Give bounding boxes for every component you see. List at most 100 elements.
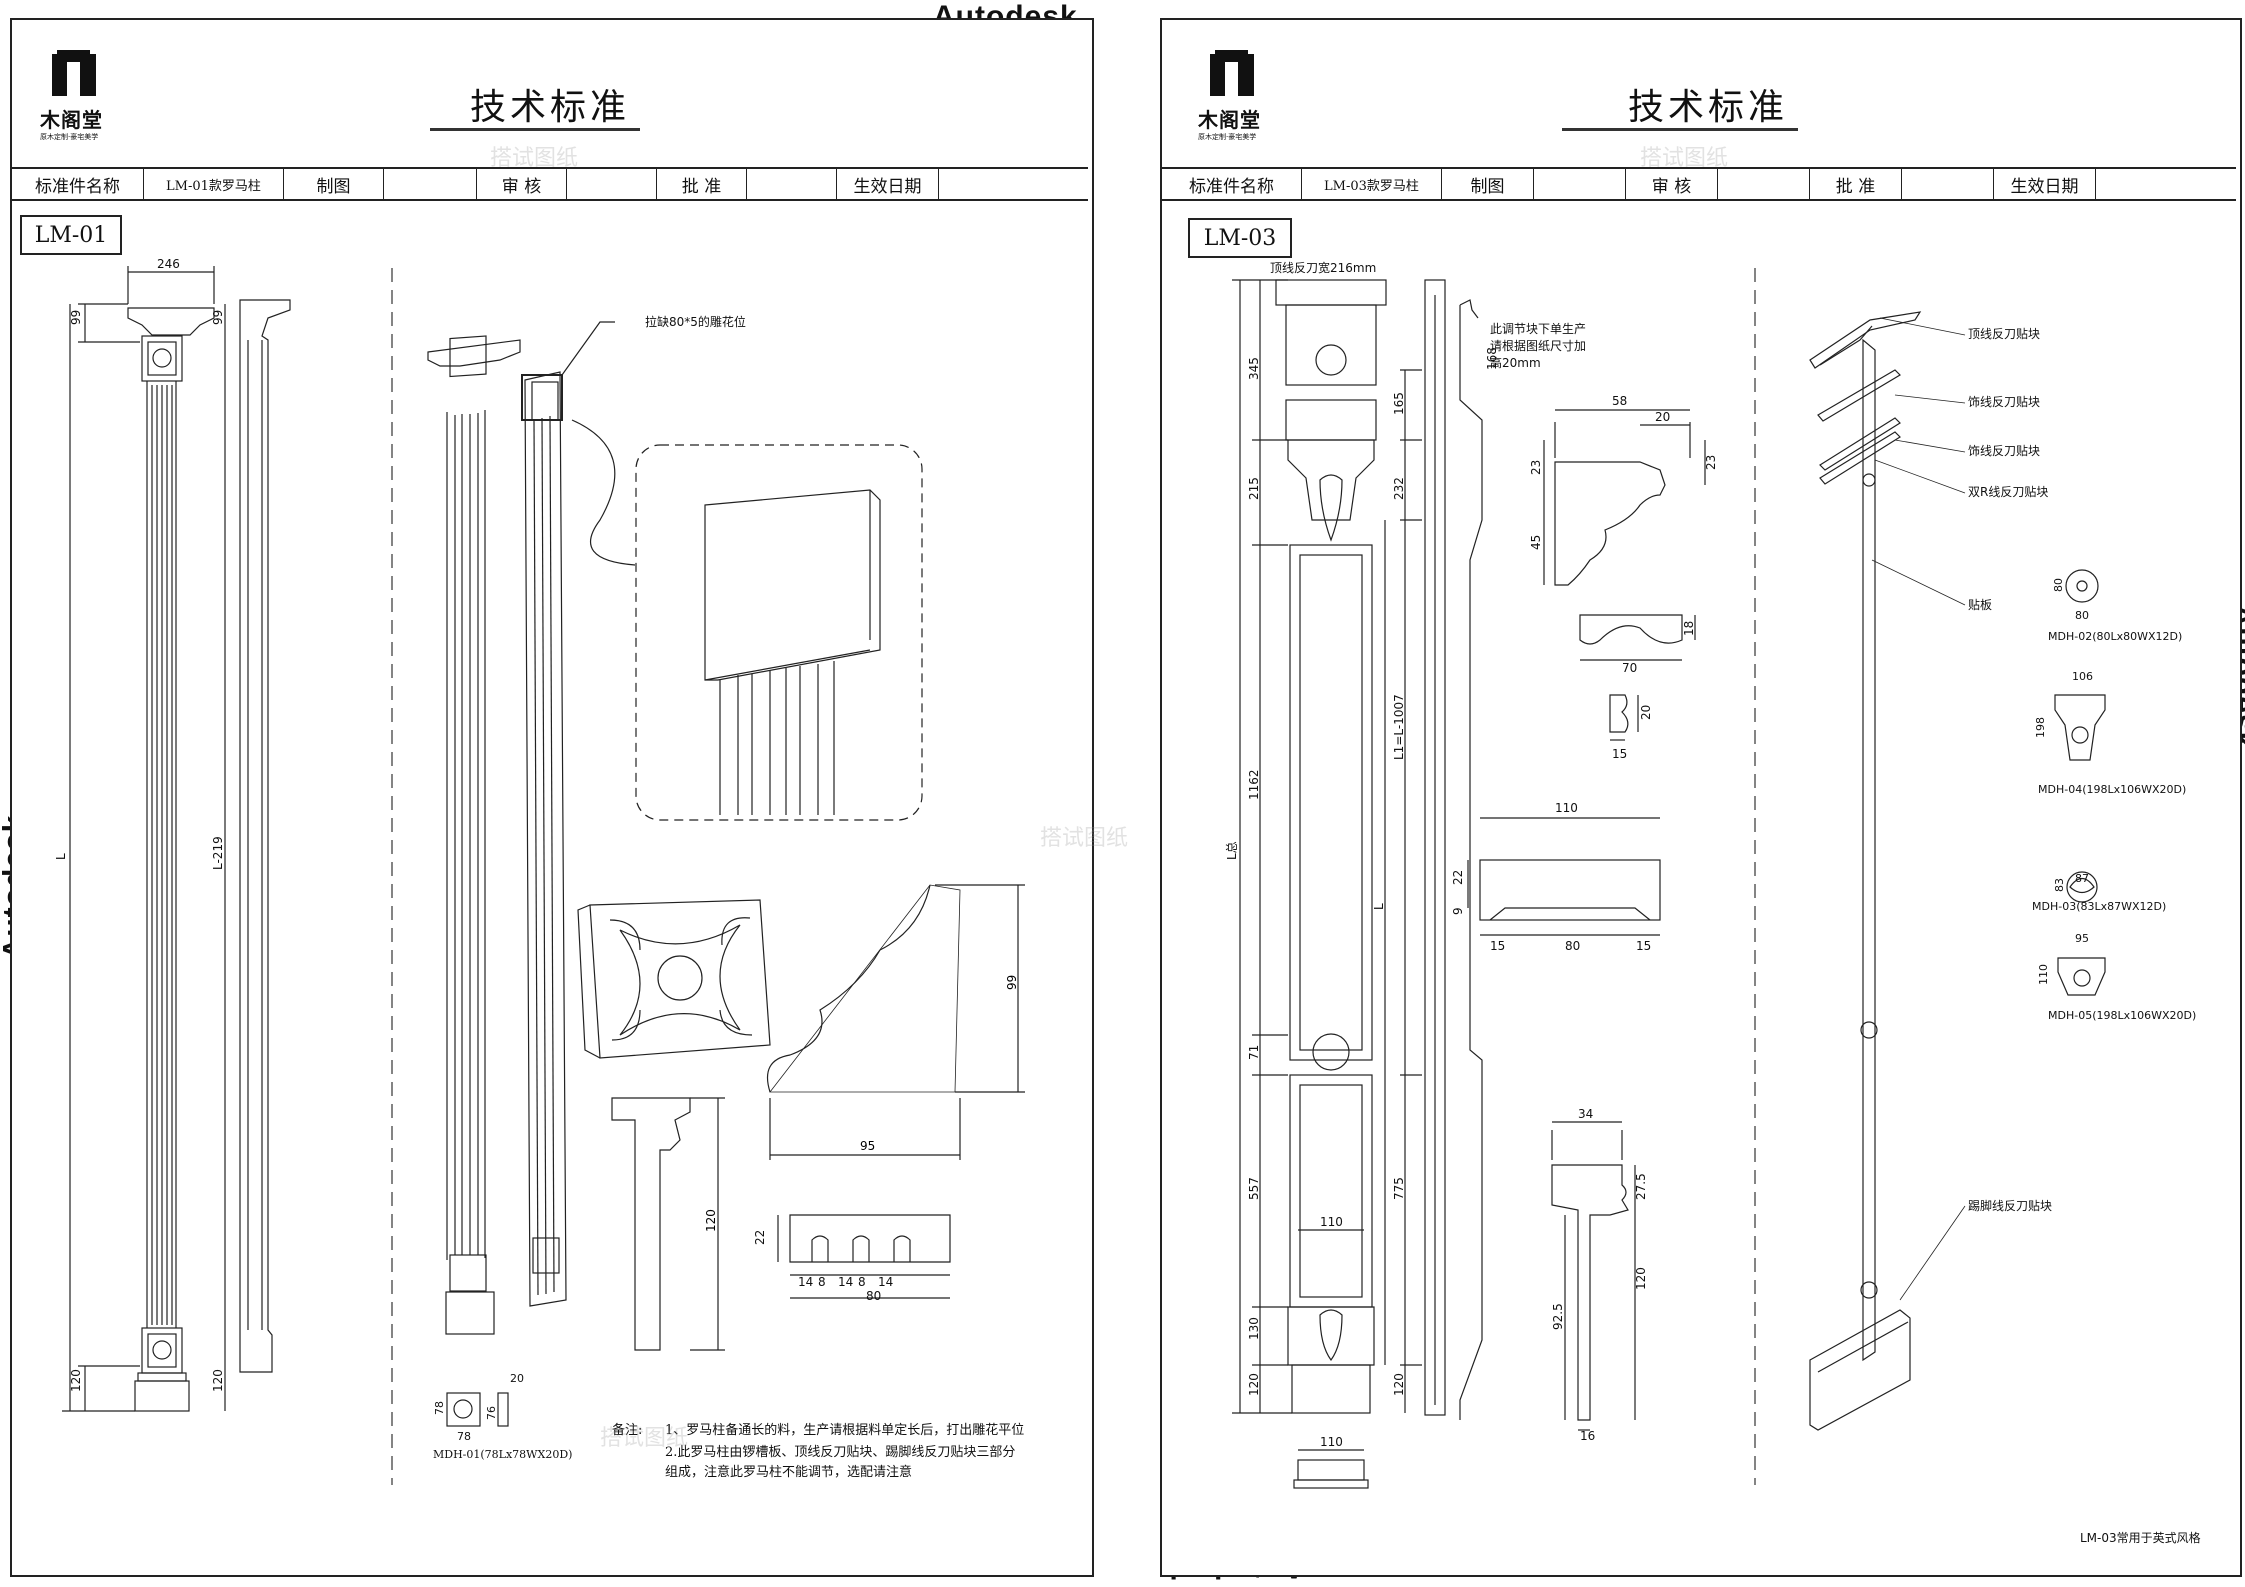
right-drawing-sheet (1160, 18, 2242, 1577)
note-line-1: 1、罗马柱备通长的料，生产请根据料单定长后，打出雕花平位 (665, 1423, 1025, 1438)
base-profile (611, 1097, 725, 1351)
dim-h4: 71 (1247, 1045, 1261, 1060)
dim-s1: 165 (1392, 392, 1406, 415)
logo-text: 木阁堂 (1198, 108, 1261, 132)
right-info-row: 标准件名称 LM-03款罗马柱 制图 审 核 批 准 生效日期 (1162, 167, 2236, 201)
plate-dim-9: 9 (1451, 907, 1465, 915)
name-label: 标准件名称 (1162, 169, 1302, 199)
approve-value (747, 169, 837, 199)
mdh04-dim-h: 198 (2034, 717, 2047, 738)
watermark: 搭试图纸 (1640, 146, 1729, 171)
note-title: 备注: (612, 1423, 643, 1438)
dim-width-top: 246 (157, 257, 180, 271)
mdh02-caption: MDH-02(80Lx80WX12D) (2048, 630, 2182, 643)
dim-plinth-w: 110 (1320, 1435, 1343, 1449)
crown-dim-58: 58 (1612, 394, 1627, 408)
adjust-note-2: 请根据图纸尺寸加 (1490, 339, 1586, 353)
logo-text: 木阁堂 (40, 108, 103, 132)
crown-profile (766, 884, 1025, 1160)
right-page-title: 技术标准 (1628, 87, 1789, 128)
adjust-note-3: 高20mm (1490, 355, 1541, 370)
logo-icon (1210, 50, 1254, 96)
right-code-box: LM-03 (1188, 218, 1292, 258)
dim-s6: 120 (1392, 1373, 1406, 1396)
mdh03-caption: MDH-03(83Lx87WX12D) (2032, 900, 2166, 913)
review-label: 审 核 (477, 169, 567, 199)
dim-h-base-side: 120 (211, 1369, 225, 1392)
ornament-dim-t: 20 (510, 1372, 524, 1385)
adjust-block (1459, 299, 1483, 1420)
footer-note: LM-03常用于英式风格 (2080, 1530, 2201, 1545)
crown-dim-20: 20 (1655, 410, 1670, 424)
exploded-label-3: 饰线反刀贴块 (1968, 444, 2040, 458)
column-3d-view (427, 335, 567, 1335)
dim-h2: 215 (1247, 477, 1261, 500)
plate-dim-15b: 15 (1636, 939, 1651, 953)
left-info-row: 标准件名称 LM-01款罗马柱 制图 审 核 批 准 生效日期 (12, 167, 1088, 201)
logo: 木阁堂 原木定制·豪宅美学 (22, 48, 112, 148)
groove-dim-w: 80 (866, 1289, 881, 1303)
right-drawing-canvas: 顶线反刀宽216mm 345 215 1162 71 557 130 120 L… (1225, 260, 2201, 1545)
crown-dim-45: 45 (1529, 535, 1543, 550)
draw-label: 制图 (1442, 169, 1534, 199)
mdh02-dim-h: 80 (2052, 578, 2065, 592)
mold-dim-70: 70 (1622, 661, 1637, 675)
name-value: LM-03款罗马柱 (1302, 169, 1442, 199)
base-section (1551, 1121, 1636, 1431)
rosette-3d (577, 899, 771, 1059)
review-label: 审 核 (1626, 169, 1718, 199)
groove-dim-h: 22 (753, 1230, 767, 1245)
base-dim-h: 120 (704, 1209, 718, 1232)
base-dim-16: 16 (1580, 1429, 1595, 1443)
review-value (567, 169, 657, 199)
groove-dim-b: 8 (818, 1275, 826, 1289)
groove-dim-d: 8 (858, 1275, 866, 1289)
base-dim-34: 34 (1578, 1107, 1593, 1121)
note-line-3: 组成，注意此罗马柱不能调节，选配请注意 (665, 1465, 913, 1480)
ornament-dim-w: 78 (457, 1430, 471, 1443)
dim-h-top: 99 (69, 310, 83, 325)
ornament-mdh04 (2054, 694, 2106, 761)
base-dim-120: 120 (1634, 1267, 1648, 1290)
mdh05-dim-w: 95 (2075, 932, 2089, 945)
exploded-label-2: 饰线反刀贴块 (1968, 395, 2040, 409)
logo-tagline: 原木定制·豪宅美学 (40, 133, 99, 141)
draw-label: 制图 (284, 169, 384, 199)
right-title-underline (1562, 128, 1798, 131)
watermark: 搭试图纸 (490, 146, 579, 171)
top-note: 顶线反刀宽216mm (1270, 260, 1376, 275)
dim-h1: 345 (1247, 357, 1261, 380)
mold-section (1579, 614, 1696, 741)
mdh03-dim-w: 87 (2075, 872, 2089, 885)
callout-label: 拉缺80*5的雕花位 (645, 314, 746, 329)
ornament-mdh05 (2057, 957, 2106, 996)
dim-s5: 775 (1392, 1177, 1406, 1200)
ornament-mdh01 (446, 1392, 509, 1427)
draw-value (1534, 169, 1626, 199)
side-column-elevation (1424, 279, 1446, 1416)
groove-section (777, 1214, 951, 1299)
front-column-elevation (127, 307, 215, 1412)
exploded-column-view (1809, 311, 1922, 1431)
crown-dim-23a: 23 (1529, 460, 1543, 475)
left-code-box: LM-01 (20, 215, 122, 255)
dim-s4: L (1372, 903, 1386, 910)
crown-dim-w: 95 (860, 1139, 875, 1153)
note-line-2: 2.此罗马柱由锣槽板、顶线反刀贴块、踢脚线反刀贴块三部分 (665, 1445, 1016, 1460)
mdh05-caption: MDH-05(198Lx106WX20D) (2048, 1009, 2196, 1022)
dim-total: L总 (1225, 841, 1239, 860)
side-column-elevation (239, 299, 291, 1373)
callout-detail-frame (635, 444, 923, 821)
mdh03-dim-h: 83 (2053, 878, 2066, 892)
base-dim-92: 92.5 (1551, 1303, 1565, 1330)
draw-value (384, 169, 477, 199)
dim-side-top: 168 (1485, 347, 1499, 370)
plate-dim-22: 22 (1451, 870, 1465, 885)
dim-h7: 120 (1247, 1373, 1261, 1396)
mold-dim-15: 15 (1612, 747, 1627, 761)
logo-right: 木阁堂 原木定制·豪宅美学 (1180, 48, 1270, 148)
watermark: 搭试图纸 (1040, 826, 1129, 851)
exploded-label-4: 双R线反刀贴块 (1968, 485, 2048, 499)
left-page-title: 技术标准 (470, 87, 631, 128)
plate-dim-110: 110 (1555, 801, 1578, 815)
